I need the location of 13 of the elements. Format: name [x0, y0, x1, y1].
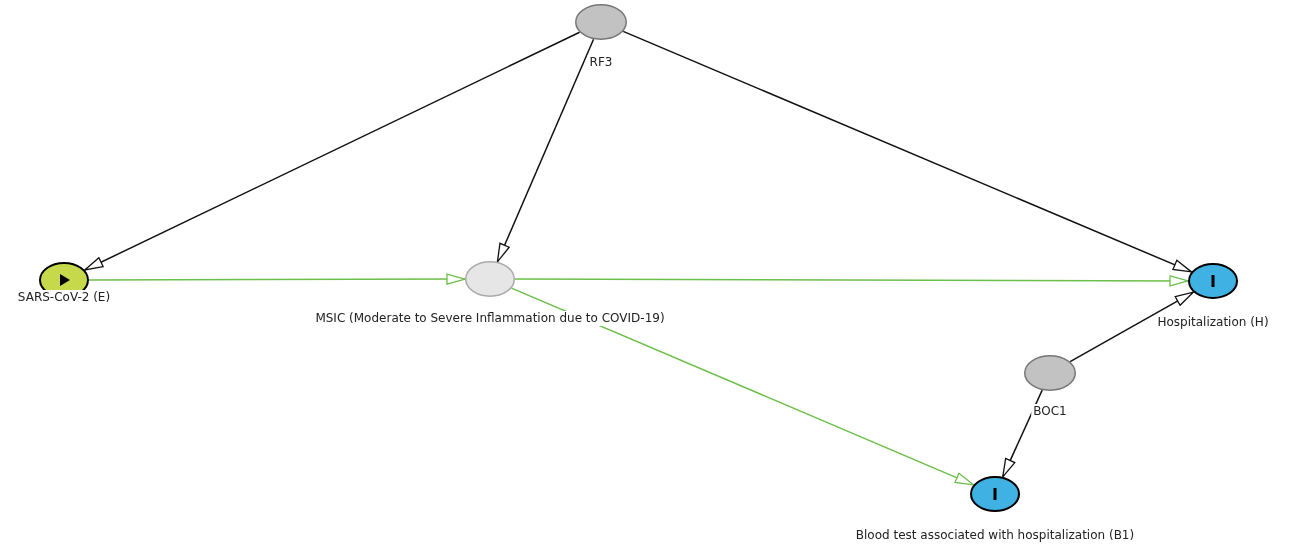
node-label: Hospitalization (H)	[1155, 315, 1271, 330]
arrow	[496, 38, 595, 263]
arrow	[1002, 389, 1043, 478]
arrow	[88, 273, 466, 285]
node-label: SARS-CoV-2 (E)	[15, 290, 113, 305]
arrow	[510, 287, 975, 486]
node-label: MSIC (Moderate to Severe Inflammation due to COVID-19)	[313, 311, 667, 326]
node-label: Blood test associated with hospitalization (B1)	[853, 528, 1137, 543]
arrow	[1069, 291, 1195, 363]
arrow	[84, 31, 581, 271]
node-label: BOC1	[1031, 404, 1069, 419]
arrow	[514, 275, 1189, 287]
arrow	[622, 30, 1193, 273]
